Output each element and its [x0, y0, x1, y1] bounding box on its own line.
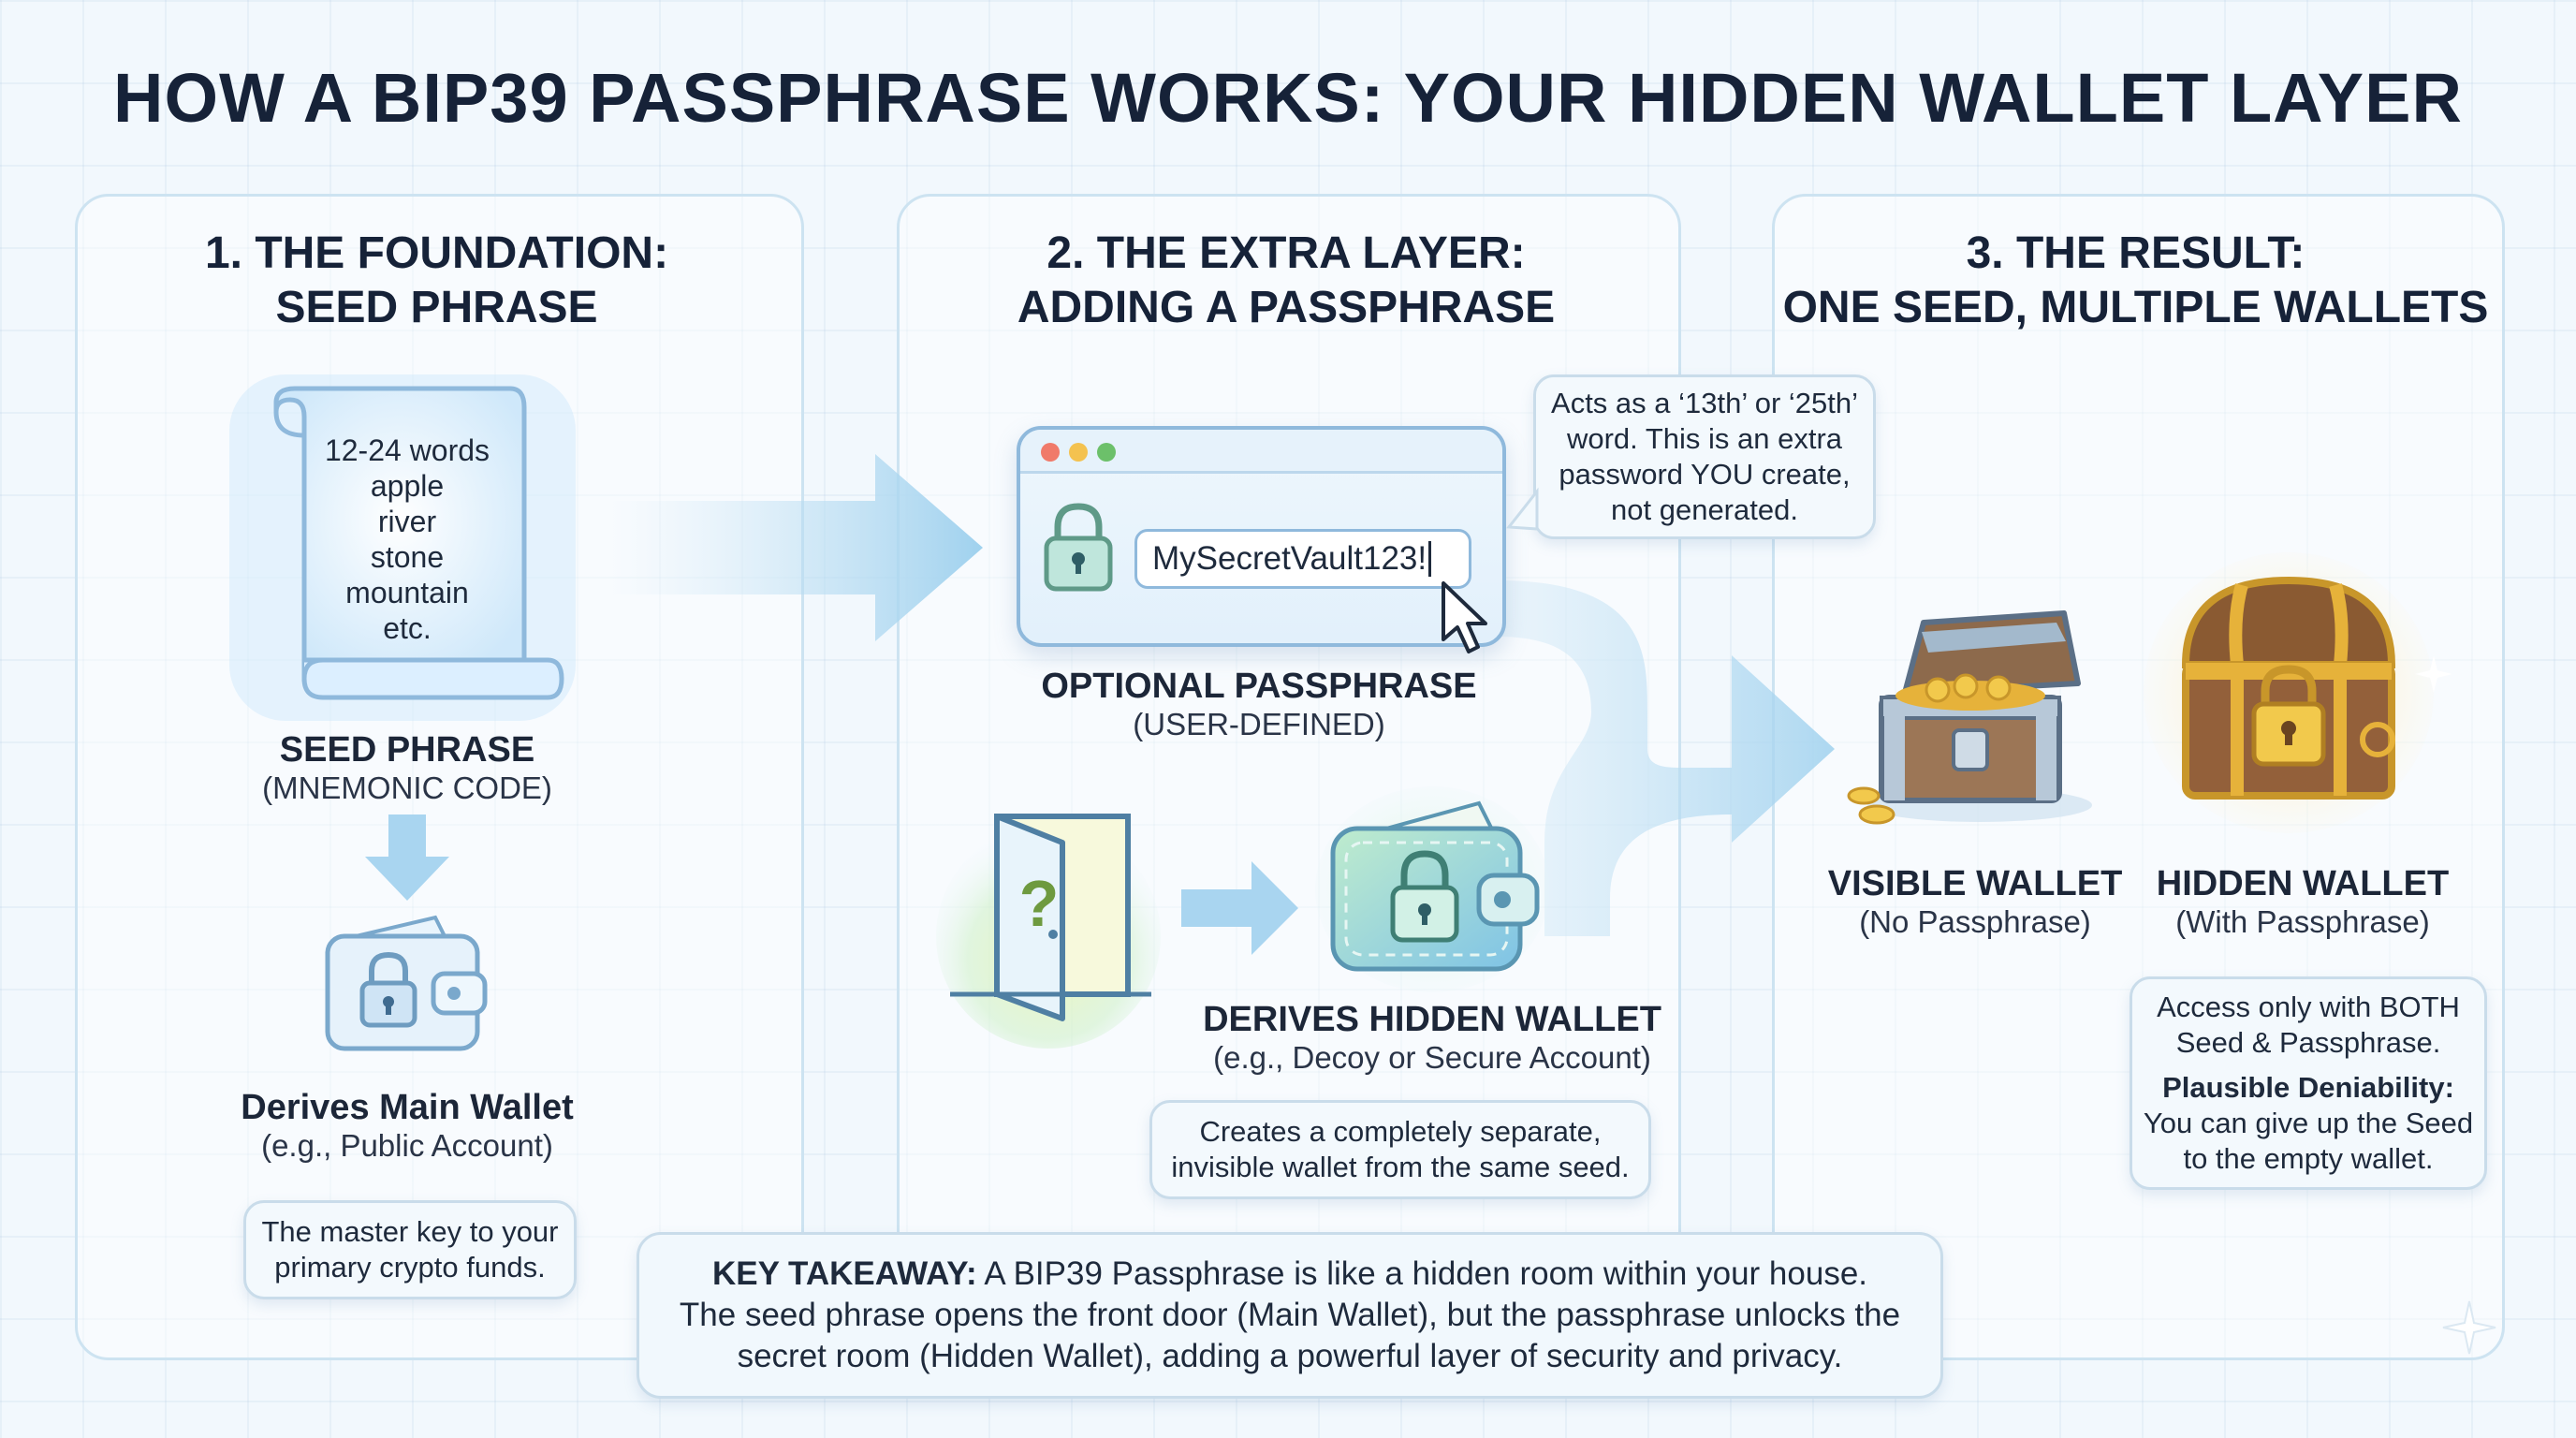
- visible-wallet-sub: (No Passphrase): [1859, 904, 2091, 939]
- text-caret: [1428, 541, 1432, 577]
- hidden-wallet-note: Creates a completely separate, invisible…: [1149, 1100, 1651, 1199]
- door-question-mark: ?: [1018, 867, 1060, 940]
- seed-phrase-sub: (MNEMONIC CODE): [262, 770, 552, 805]
- scroll-word: apple: [370, 469, 445, 503]
- arrow-down-icon: [365, 814, 449, 901]
- access-note-line4: to the empty wallet.: [2183, 1142, 2434, 1175]
- key-takeaway-box: KEY TAKEAWAY: A BIP39 Passphrase is like…: [637, 1232, 1943, 1399]
- panel-3-title-line1: 3. THE RESULT:: [1966, 228, 2305, 278]
- callout-line: word. This is an extra: [1566, 422, 1843, 455]
- window-close-dot: [1041, 443, 1060, 462]
- scroll-word: 12-24 words: [324, 433, 490, 467]
- callout-line: password YOU create,: [1559, 458, 1851, 491]
- lock-icon: [1044, 503, 1113, 592]
- scroll-word: stone: [370, 540, 445, 574]
- hidden-wallet-access-note: Access only with BOTH Seed & Passphrase.…: [2130, 976, 2487, 1190]
- passphrase-callout: Acts as a ‘13th’ or ‘25th’ word. This is…: [1533, 374, 1876, 539]
- panel-2-title-line2: ADDING A PASSPHRASE: [1017, 283, 1556, 332]
- takeaway-line2: The seed phrase opens the front door (Ma…: [679, 1297, 1901, 1333]
- sparkle-icon: [2415, 655, 2452, 693]
- door-icon: [936, 814, 1161, 1049]
- panel-2-title-line1: 2. THE EXTRA LAYER:: [1046, 228, 1526, 278]
- wallet-icon: [325, 915, 488, 1051]
- main-wallet-label: Derives Main Wallet: [241, 1088, 574, 1127]
- panel-1-title: 1. THE FOUNDATION: SEED PHRASE: [75, 227, 798, 335]
- hidden-wallet-label: HIDDEN WALLET: [2156, 864, 2450, 903]
- main-wallet-note-line2: primary crypto funds.: [274, 1251, 546, 1284]
- takeaway-bold: KEY TAKEAWAY:: [711, 1255, 977, 1292]
- access-note-bold: Plausible Deniability:: [2162, 1071, 2454, 1104]
- main-wallet-note-line1: The master key to your: [261, 1215, 559, 1248]
- callout-line: Acts as a ‘13th’ or ‘25th’: [1551, 387, 1858, 419]
- callout-pointer: [1506, 487, 1539, 531]
- treasure-chest-locked-icon: [2144, 552, 2434, 833]
- hidden-wallet-sub: (With Passphrase): [2175, 904, 2430, 939]
- window-maximize-dot: [1097, 443, 1116, 462]
- browser-title-bar: [1020, 430, 1502, 474]
- optional-passphrase-label: OPTIONAL PASSPHRASE: [1041, 667, 1477, 706]
- hidden-wallet-note-line1: Creates a completely separate,: [1199, 1115, 1602, 1148]
- treasure-chest-open-icon: [1847, 610, 2092, 825]
- access-note-line3: You can give up the Seed: [2143, 1107, 2474, 1139]
- derives-hidden-wallet-label: DERIVES HIDDEN WALLET: [1203, 1000, 1661, 1039]
- optional-passphrase-sub: (USER-DEFINED): [1133, 707, 1385, 741]
- scroll-word: river: [377, 505, 437, 538]
- page-title: HOW A BIP39 PASSPHRASE WORKS: YOUR HIDDE…: [113, 59, 2463, 137]
- main-wallet-sub: (e.g., Public Account): [261, 1128, 553, 1163]
- takeaway-line1: KEY TAKEAWAY: A BIP39 Passphrase is like…: [639, 1254, 1940, 1295]
- window-minimize-dot: [1069, 443, 1088, 462]
- panel-3-title: 3. THE RESULT: ONE SEED, MULTIPLE WALLET…: [1772, 227, 2499, 335]
- panel-2-title: 2. THE EXTRA LAYER: ADDING A PASSPHRASE: [897, 227, 1676, 335]
- access-note-line2: Seed & Passphrase.: [2175, 1026, 2441, 1059]
- hidden-wallet-note-line2: invisible wallet from the same seed.: [1171, 1151, 1630, 1183]
- takeaway-line3: secret room (Hidden Wallet), adding a po…: [737, 1338, 1843, 1374]
- panel-1-title-line2: SEED PHRASE: [275, 283, 598, 332]
- visible-wallet-label: VISIBLE WALLET: [1827, 864, 2123, 903]
- derives-hidden-wallet-sub: (e.g., Decoy or Secure Account): [1213, 1040, 1651, 1075]
- access-note-line1: Access only with BOTH: [2157, 990, 2460, 1023]
- scroll-word: mountain: [345, 576, 469, 609]
- scroll-word-list: 12-24 words apple river stone mountain e…: [309, 433, 505, 646]
- hidden-wallet-icon: [1315, 786, 1549, 992]
- main-wallet-note: The master key to your primary crypto fu…: [243, 1200, 577, 1299]
- passphrase-input-value: MySecretVault123!: [1152, 540, 1427, 577]
- panel-1-title-line1: 1. THE FOUNDATION:: [204, 228, 669, 278]
- sparkle-icon: [2442, 1300, 2496, 1355]
- panel-3-title-line2: ONE SEED, MULTIPLE WALLETS: [1782, 283, 2489, 332]
- scroll-word: etc.: [383, 611, 432, 645]
- callout-line: not generated.: [1611, 493, 1798, 526]
- seed-phrase-label: SEED PHRASE: [279, 730, 535, 770]
- scroll-icon: [229, 374, 576, 721]
- takeaway-line1-text: A BIP39 Passphrase is like a hidden room…: [976, 1255, 1868, 1292]
- passphrase-input[interactable]: MySecretVault123!: [1134, 529, 1471, 589]
- cursor-icon: [1442, 581, 1487, 653]
- arrow-right-icon: [1181, 861, 1298, 955]
